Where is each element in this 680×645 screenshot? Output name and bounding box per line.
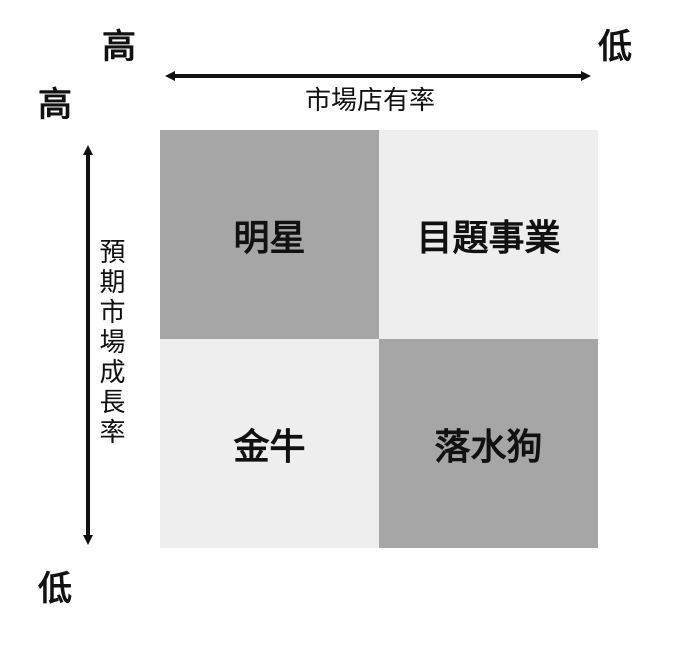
x-axis-high-label: 高 <box>102 27 136 67</box>
quadrant-dog: 落水狗 <box>379 339 598 548</box>
y-axis-label: 預期市場成長率 <box>95 238 125 448</box>
y-axis-high-label: 高 <box>38 85 72 125</box>
y-axis-low-label: 低 <box>38 569 72 609</box>
x-axis-low-label: 低 <box>598 27 632 67</box>
quadrant-cash-cow: 金牛 <box>160 339 379 548</box>
bcg-matrix: 明星 目題事業 金牛 落水狗 <box>160 130 598 548</box>
quadrant-star: 明星 <box>160 130 379 339</box>
quadrant-question-mark: 目題事業 <box>379 130 598 339</box>
x-axis-label: 市場店有率 <box>304 86 435 116</box>
